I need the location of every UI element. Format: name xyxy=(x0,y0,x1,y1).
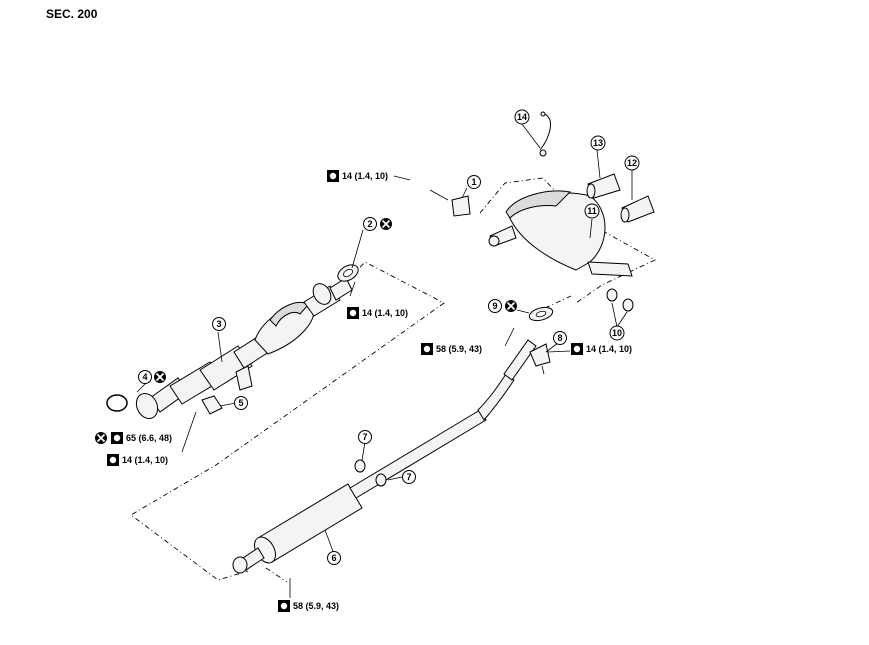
svg-text:14 (1.4, 10): 14 (1.4, 10) xyxy=(122,455,168,465)
gasket-2 xyxy=(337,264,359,282)
torque-spec-t6: 14 (1.4, 10) xyxy=(107,454,168,466)
svg-text:1: 1 xyxy=(471,177,476,187)
torque-specs: 14 (1.4, 10) 14 (1.4, 10) 58 (5.9, 43) xyxy=(95,170,632,612)
torque-wrench-icon xyxy=(347,307,359,319)
seal-ring-4 xyxy=(106,394,128,412)
callout-2: 2 xyxy=(363,217,392,231)
do-not-reuse-icon xyxy=(380,218,392,230)
torque-wrench-icon xyxy=(327,170,339,182)
callout-12: 12 xyxy=(624,155,640,171)
svg-text:6: 6 xyxy=(331,553,336,563)
callout-4: 4 xyxy=(138,370,166,384)
callout-13: 13 xyxy=(590,135,606,151)
callout-8: 8 xyxy=(553,331,567,345)
callout-3: 3 xyxy=(212,317,226,331)
svg-text:10: 10 xyxy=(612,328,622,338)
callout-7b: 7 xyxy=(402,470,416,484)
svg-text:11: 11 xyxy=(587,206,597,216)
torque-spec-t5: 65 (6.6, 48) xyxy=(95,432,172,444)
svg-text:58 (5.9, 43): 58 (5.9, 43) xyxy=(293,601,339,611)
bracket-8 xyxy=(529,343,551,375)
callout-10: 10 xyxy=(609,325,625,341)
do-not-reuse-icon xyxy=(95,432,107,444)
leader-lines xyxy=(136,123,633,598)
svg-text:14 (1.4, 10): 14 (1.4, 10) xyxy=(362,308,408,318)
torque-wrench-icon xyxy=(107,454,119,466)
svg-text:5: 5 xyxy=(238,398,243,408)
torque-wrench-icon xyxy=(278,600,290,612)
svg-text:7: 7 xyxy=(406,472,411,482)
svg-text:58 (5.9, 43): 58 (5.9, 43) xyxy=(436,344,482,354)
callout-6: 6 xyxy=(327,551,341,565)
main-muffler xyxy=(488,190,633,277)
svg-text:14 (1.4, 10): 14 (1.4, 10) xyxy=(342,171,388,181)
center-muffler-pipe xyxy=(232,339,537,574)
part-callouts: 1 2 3 4 xyxy=(138,109,640,565)
bracket-5 xyxy=(201,395,223,415)
svg-text:12: 12 xyxy=(627,158,637,168)
torque-spec-t7: 58 (5.9, 43) xyxy=(278,600,339,612)
callout-14: 14 xyxy=(514,109,530,125)
torque-wrench-icon xyxy=(421,343,433,355)
callout-1: 1 xyxy=(467,175,481,189)
svg-text:65 (6.6, 48): 65 (6.6, 48) xyxy=(126,433,172,443)
torque-wrench-icon xyxy=(111,432,123,444)
torque-spec-t4: 14 (1.4, 10) xyxy=(571,343,632,355)
mount-rubber-10 xyxy=(606,288,634,312)
tail-finishers xyxy=(586,173,655,223)
svg-text:13: 13 xyxy=(593,138,603,148)
section-label: SEC. 200 xyxy=(46,7,98,21)
torque-spec-t3: 58 (5.9, 43) xyxy=(421,343,482,355)
do-not-reuse-icon xyxy=(505,300,517,312)
svg-text:14: 14 xyxy=(517,112,527,122)
callout-7a: 7 xyxy=(358,430,372,444)
svg-text:7: 7 xyxy=(362,432,367,442)
torque-spec-t2: 14 (1.4, 10) xyxy=(347,307,408,319)
torque-spec-t1: 14 (1.4, 10) xyxy=(327,170,388,182)
sensor-harness-14 xyxy=(539,111,551,157)
callout-5: 5 xyxy=(234,396,248,410)
callout-11: 11 xyxy=(584,203,600,219)
do-not-reuse-icon xyxy=(154,371,166,383)
torque-wrench-icon xyxy=(571,343,583,355)
svg-text:3: 3 xyxy=(216,319,221,329)
gasket-9 xyxy=(528,306,554,322)
svg-text:9: 9 xyxy=(492,301,497,311)
svg-text:8: 8 xyxy=(557,333,562,343)
svg-text:14 (1.4, 10): 14 (1.4, 10) xyxy=(586,344,632,354)
svg-text:4: 4 xyxy=(142,372,147,382)
callout-9: 9 xyxy=(488,299,517,313)
svg-text:2: 2 xyxy=(367,219,372,229)
